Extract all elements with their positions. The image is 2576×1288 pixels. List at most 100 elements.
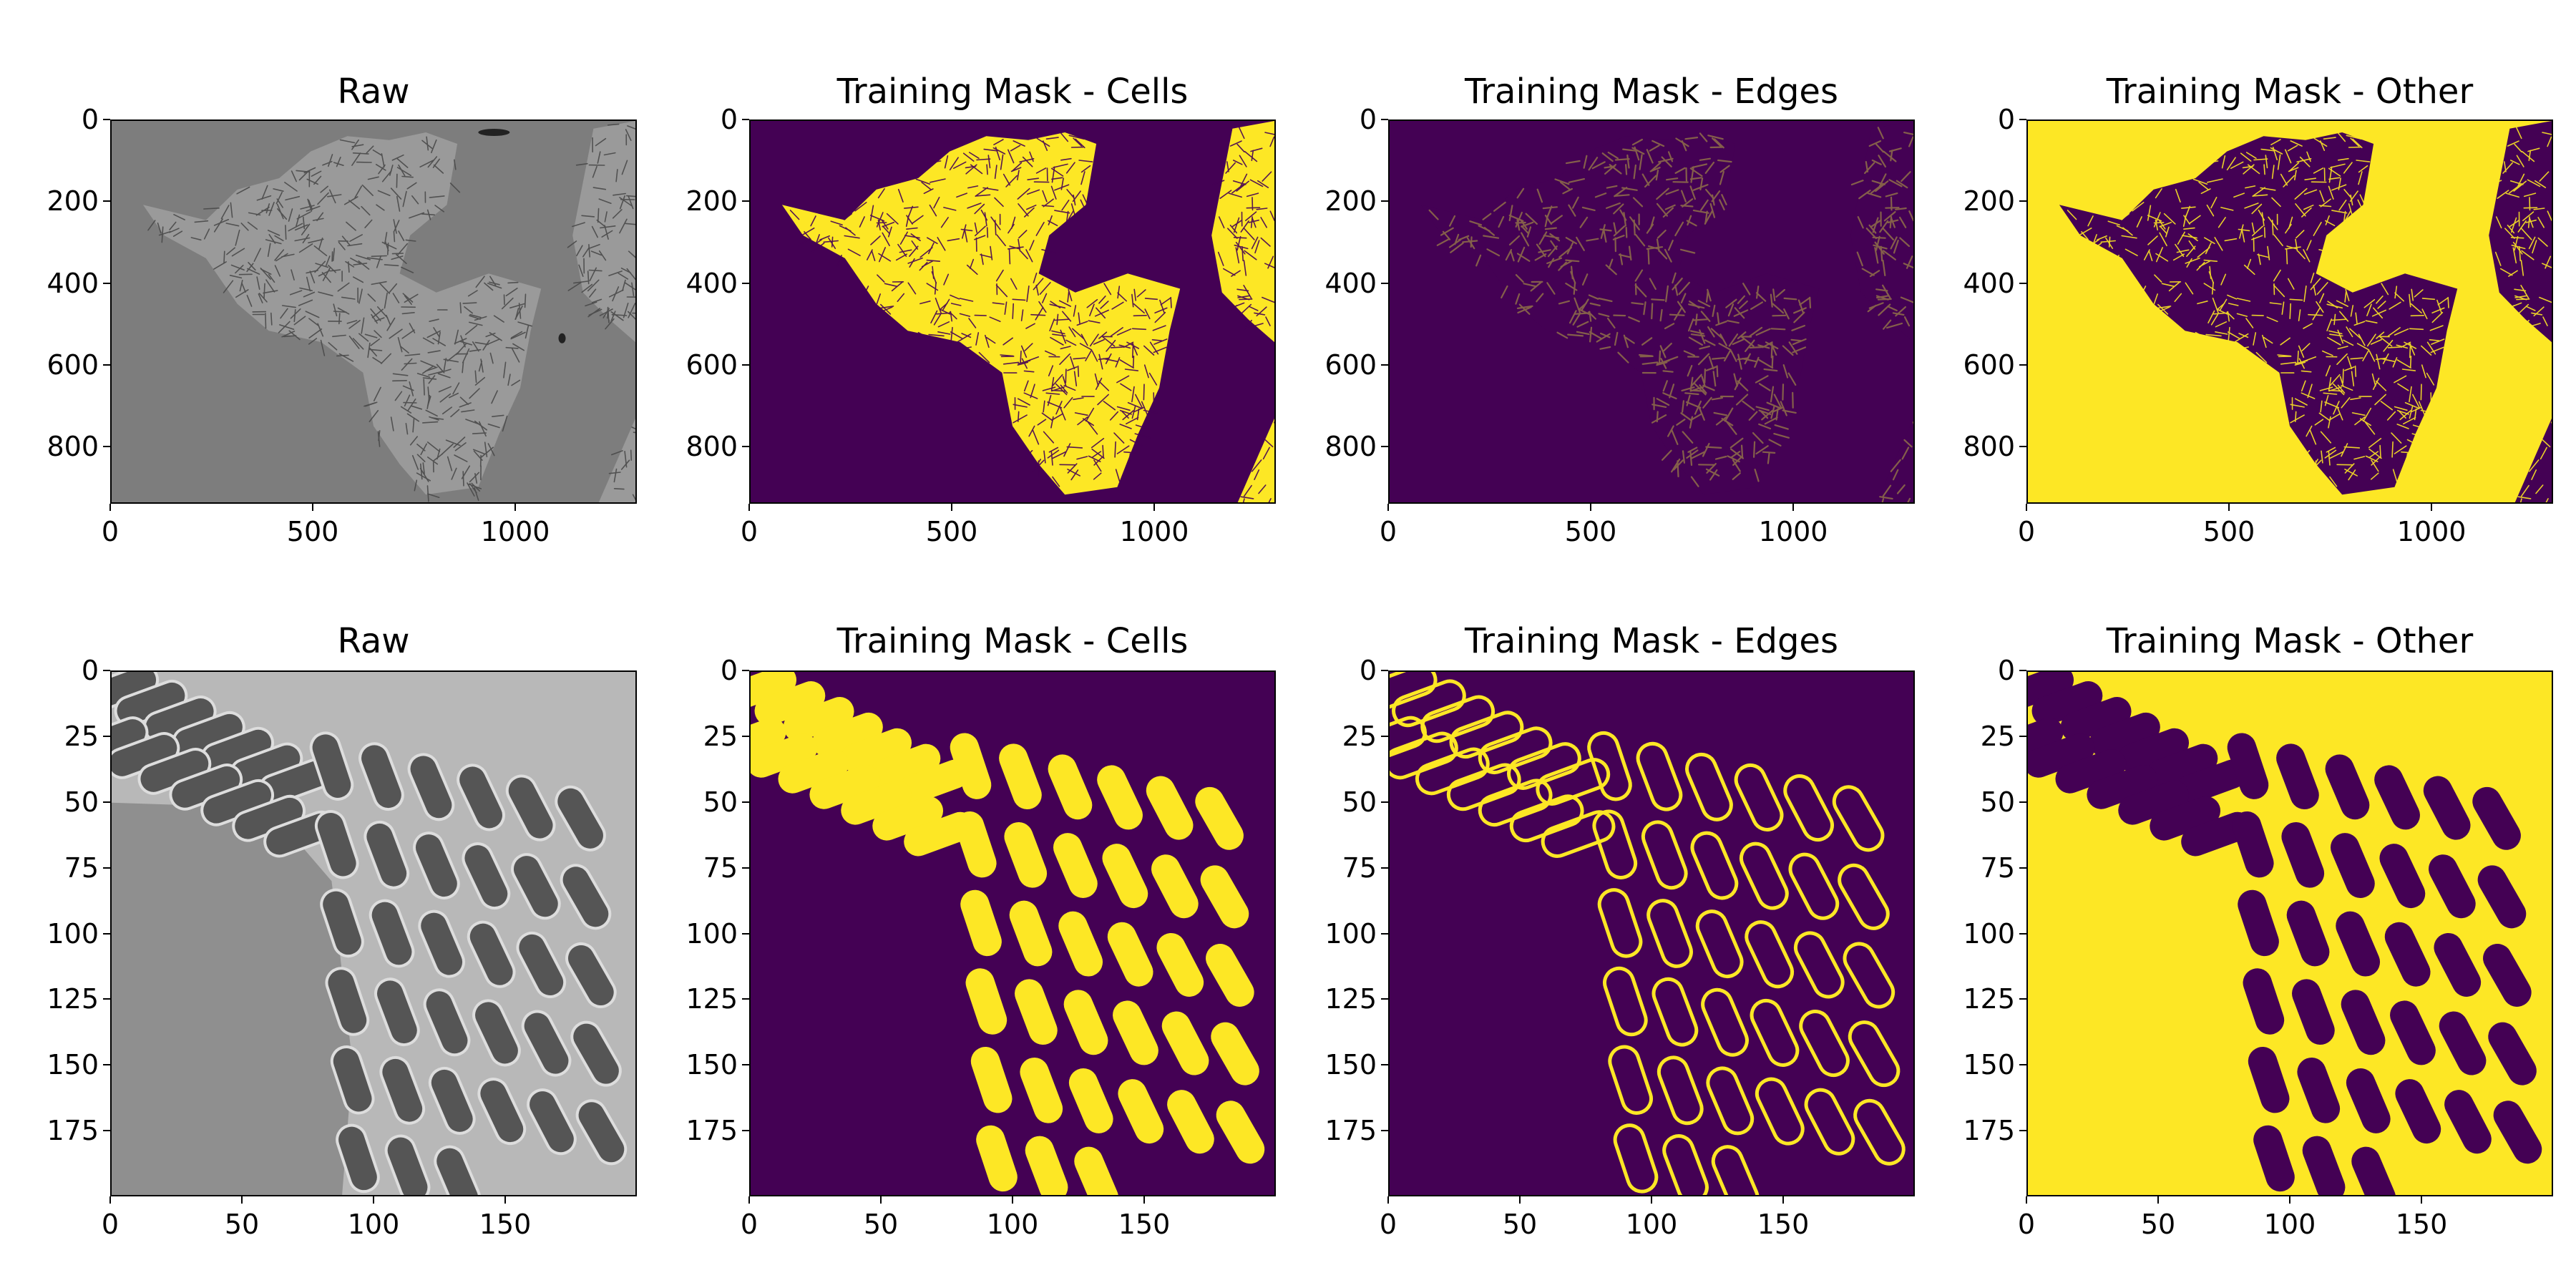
ytick-mark xyxy=(742,282,749,284)
ytick-label: 25 xyxy=(1342,720,1377,752)
ytick-mark xyxy=(742,1130,749,1132)
xtick-mark xyxy=(1590,504,1592,511)
xtick-label: 0 xyxy=(2017,1209,2036,1240)
panel-title: Training Mask - Edges xyxy=(1465,72,1838,112)
ytick-label: 25 xyxy=(703,720,738,752)
ytick-label: 100 xyxy=(686,917,738,950)
ytick-mark xyxy=(103,670,110,671)
ytick-label: 0 xyxy=(81,104,99,135)
ytick-mark xyxy=(103,1064,110,1066)
ytick-label: 150 xyxy=(686,1049,738,1081)
xtick-mark xyxy=(1387,1196,1389,1204)
ytick-mark xyxy=(103,200,110,203)
ytick-label: 175 xyxy=(47,1115,99,1147)
xtick-mark xyxy=(1012,1196,1013,1204)
ytick-mark xyxy=(1381,670,1388,671)
ytick-mark xyxy=(2019,735,2026,737)
xtick-label: 100 xyxy=(986,1209,1039,1240)
ytick-mark xyxy=(2019,364,2026,366)
ytick-mark xyxy=(2019,119,2026,120)
ytick-label: 50 xyxy=(64,786,99,818)
panel-title: Training Mask - Other xyxy=(2106,621,2474,661)
ytick-label: 150 xyxy=(1324,1049,1377,1081)
xtick-label: 1000 xyxy=(1758,516,1828,547)
xtick-label: 50 xyxy=(224,1209,260,1240)
ytick-label: 800 xyxy=(1324,431,1377,463)
grayscale-microscopy-image xyxy=(110,119,637,504)
xtick-label: 100 xyxy=(2263,1209,2316,1240)
xtick-label: 100 xyxy=(347,1209,400,1240)
ytick-mark xyxy=(742,998,749,1000)
ytick-label: 600 xyxy=(1963,348,2015,381)
xtick-mark xyxy=(312,504,314,511)
ytick-mark xyxy=(1381,867,1388,869)
xtick-label: 150 xyxy=(2395,1209,2448,1240)
xtick-label: 500 xyxy=(1564,516,1617,547)
xtick-mark xyxy=(1782,1196,1784,1204)
ytick-label: 150 xyxy=(1963,1049,2015,1081)
ytick-label: 800 xyxy=(1963,431,2015,463)
xtick-mark xyxy=(1651,1196,1652,1204)
panel-title: Raw xyxy=(337,621,410,661)
ytick-label: 400 xyxy=(686,267,738,299)
ytick-mark xyxy=(1381,200,1388,203)
ytick-label: 0 xyxy=(1359,104,1377,135)
ytick-mark xyxy=(103,998,110,1000)
ytick-mark xyxy=(103,801,110,803)
ytick-label: 0 xyxy=(1359,655,1377,686)
xtick-mark xyxy=(373,1196,374,1204)
ytick-mark xyxy=(1381,801,1388,803)
ytick-label: 400 xyxy=(1324,267,1377,299)
ytick-label: 0 xyxy=(720,655,738,686)
ytick-mark xyxy=(103,1130,110,1132)
xtick-label: 1000 xyxy=(1119,516,1189,547)
ytick-label: 600 xyxy=(47,348,99,381)
ytick-label: 175 xyxy=(1963,1115,2015,1147)
ytick-mark xyxy=(103,119,110,120)
xtick-mark xyxy=(951,504,953,511)
xtick-mark xyxy=(2289,1196,2290,1204)
ytick-label: 25 xyxy=(1980,720,2015,752)
xtick-label: 500 xyxy=(2202,516,2255,547)
ytick-mark xyxy=(103,735,110,737)
xtick-mark xyxy=(514,504,517,511)
xtick-label: 0 xyxy=(1379,516,1397,547)
ytick-mark xyxy=(742,801,749,803)
xtick-mark xyxy=(504,1196,506,1204)
ytick-label: 75 xyxy=(703,852,738,884)
ytick-mark xyxy=(742,735,749,737)
ytick-mark xyxy=(742,364,749,366)
ytick-label: 25 xyxy=(64,720,99,752)
ytick-mark xyxy=(103,364,110,366)
xtick-mark xyxy=(1143,1196,1145,1204)
xtick-label: 100 xyxy=(1625,1209,1678,1240)
ytick-mark xyxy=(2019,446,2026,448)
ytick-mark xyxy=(742,1064,749,1066)
ytick-label: 50 xyxy=(1980,786,2015,818)
xtick-label: 150 xyxy=(1118,1209,1171,1240)
xtick-mark xyxy=(1792,504,1795,511)
xtick-label: 500 xyxy=(286,516,339,547)
panel-title: Training Mask - Edges xyxy=(1465,621,1838,661)
ytick-label: 75 xyxy=(64,852,99,884)
xtick-label: 150 xyxy=(479,1209,532,1240)
viridis-cell-mask-image xyxy=(749,119,1276,504)
ytick-label: 400 xyxy=(1963,267,2015,299)
panel-title: Raw xyxy=(337,72,410,112)
xtick-label: 0 xyxy=(740,1209,758,1240)
ytick-mark xyxy=(742,446,749,448)
ytick-mark xyxy=(2019,867,2026,869)
ytick-mark xyxy=(2019,282,2026,284)
ytick-label: 175 xyxy=(1324,1115,1377,1147)
ytick-label: 0 xyxy=(720,104,738,135)
xtick-mark xyxy=(748,504,750,511)
xtick-label: 50 xyxy=(2140,1209,2176,1240)
ytick-mark xyxy=(1381,364,1388,366)
ytick-label: 125 xyxy=(1963,983,2015,1015)
viridis-cell-mask-image xyxy=(749,670,1276,1196)
ytick-label: 800 xyxy=(686,431,738,463)
xtick-mark xyxy=(1387,504,1389,511)
ytick-mark xyxy=(2019,1130,2026,1132)
xtick-mark xyxy=(2026,504,2027,511)
panel-title: Training Mask - Cells xyxy=(836,72,1189,112)
